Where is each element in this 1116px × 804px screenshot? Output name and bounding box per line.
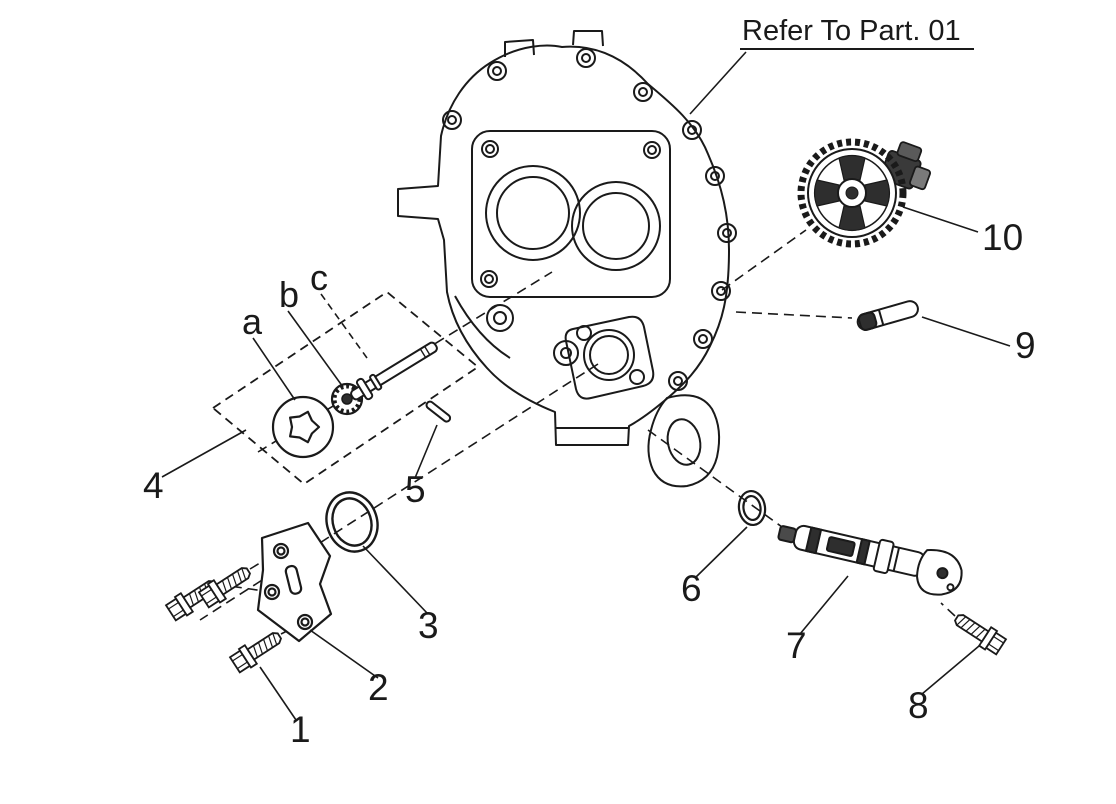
callout-label-c: c: [310, 257, 328, 298]
reference-note: Refer To Part. 01: [742, 15, 961, 47]
pump-shaft-part-c: [350, 341, 438, 401]
part-label-9: 9: [1015, 325, 1036, 366]
rotor-kit-box-part-4: [211, 290, 480, 486]
outer-rotor-part-a: [271, 395, 335, 459]
bolt-part-1: [228, 625, 287, 675]
callout-label-b: b: [279, 274, 299, 315]
dowel-pin-part-5: [425, 400, 452, 423]
part-label-5: 5: [405, 469, 426, 510]
o-ring-part-3: [325, 491, 379, 553]
part-label-3: 3: [418, 605, 439, 646]
callout-label-a: a: [242, 301, 263, 342]
o-ring-part-6: [737, 489, 767, 527]
pump-assembly-part-7: [777, 524, 963, 596]
pin-part-9: [856, 300, 919, 331]
cover-plate-part-2: [256, 521, 333, 643]
part-label-1: 1: [290, 709, 311, 750]
leader-lines: [161, 48, 1011, 721]
part-label-10: 10: [982, 217, 1023, 258]
crankcase-housing: [397, 30, 737, 488]
part-label-8: 8: [908, 685, 929, 726]
part-label-6: 6: [681, 568, 702, 609]
part-label-7: 7: [786, 625, 807, 666]
part-label-2: 2: [368, 667, 389, 708]
gear-assembly-part-10: [797, 138, 932, 248]
bolt-part-8: [949, 607, 1008, 657]
part-label-4: 4: [143, 465, 164, 506]
